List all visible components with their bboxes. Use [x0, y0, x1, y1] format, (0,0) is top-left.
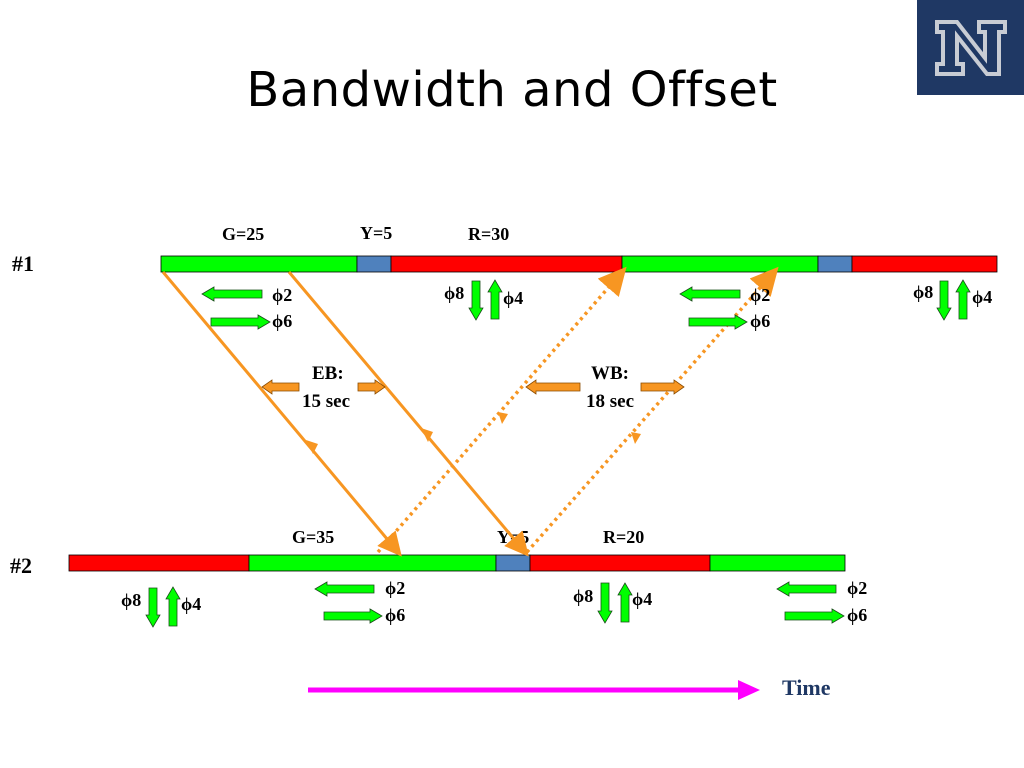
signal-2-timing-bar	[68, 554, 846, 572]
signal-2-green-label: G=35	[292, 527, 334, 547]
phase-4-label: ϕ4	[972, 287, 992, 307]
signal-1-green-label: G=25	[222, 224, 264, 244]
phase-8-label: ϕ8	[121, 590, 141, 610]
right-arrow-icon	[784, 608, 845, 624]
signal-1-red-label: R=30	[468, 224, 509, 244]
down-arrow-icon	[597, 582, 613, 624]
phase-4-label: ϕ4	[503, 288, 523, 308]
phase-6-label: ϕ6	[847, 605, 867, 625]
right-arrow-icon	[210, 314, 271, 330]
wb-label: WB:	[591, 363, 629, 384]
eb-label: EB:	[312, 363, 344, 384]
westbound-band	[376, 266, 779, 554]
slide-title: Bandwidth and Offset	[246, 62, 778, 118]
n-logo-icon	[935, 20, 1007, 76]
phase-6-label: ϕ6	[272, 311, 292, 331]
phase-2-label: ϕ2	[385, 578, 405, 598]
phase-group-1b	[468, 279, 503, 321]
up-arrow-icon	[955, 279, 971, 320]
time-label: Time	[782, 675, 831, 700]
eb-width-arrows	[261, 379, 386, 395]
phase-group-1d	[936, 279, 971, 321]
left-arrow-icon	[776, 581, 837, 597]
phase-group-1c	[679, 286, 748, 330]
signal-1-yellow-label: Y=5	[360, 223, 392, 243]
phase-4-label: ϕ4	[181, 594, 201, 614]
right-arrow-icon	[323, 608, 383, 624]
phase-group-1a	[201, 286, 271, 330]
phase-2-label: ϕ2	[847, 578, 867, 598]
phase-4-label: ϕ4	[632, 589, 652, 609]
down-arrow-icon	[936, 280, 952, 321]
phase-6-label: ϕ6	[750, 311, 770, 331]
phase-8-label: ϕ8	[573, 586, 593, 606]
phase-8-label: ϕ8	[444, 283, 464, 303]
left-arrow-icon	[201, 286, 263, 302]
signal-1-label: #1	[12, 251, 34, 276]
up-arrow-icon	[617, 582, 633, 623]
left-arrow-icon	[679, 286, 741, 302]
phase-group-2c	[597, 582, 633, 624]
phase-group-2b	[314, 581, 383, 624]
down-arrow-icon	[468, 280, 484, 321]
left-arrow-icon	[314, 581, 375, 597]
up-arrow-icon	[487, 279, 503, 320]
signal-2-label: #2	[10, 553, 32, 578]
eb-value: 15 sec	[302, 391, 350, 412]
phase-2-label: ϕ2	[272, 285, 292, 305]
eastbound-band	[161, 271, 529, 557]
time-arrow	[308, 680, 760, 700]
phase-group-2a	[145, 586, 181, 628]
phase-6-label: ϕ6	[385, 605, 405, 625]
university-logo	[917, 0, 1024, 95]
phase-group-2d	[776, 581, 845, 624]
phase-2-label: ϕ2	[750, 285, 770, 305]
signal-1-timing-bar	[160, 255, 998, 273]
wb-width-arrows	[525, 379, 685, 395]
down-arrow-icon	[145, 587, 161, 628]
phase-8-label: ϕ8	[913, 282, 933, 302]
up-arrow-icon	[165, 586, 181, 627]
wb-value: 18 sec	[586, 391, 634, 412]
signal-2-red-label: R=20	[603, 527, 644, 547]
right-arrow-icon	[688, 314, 748, 330]
